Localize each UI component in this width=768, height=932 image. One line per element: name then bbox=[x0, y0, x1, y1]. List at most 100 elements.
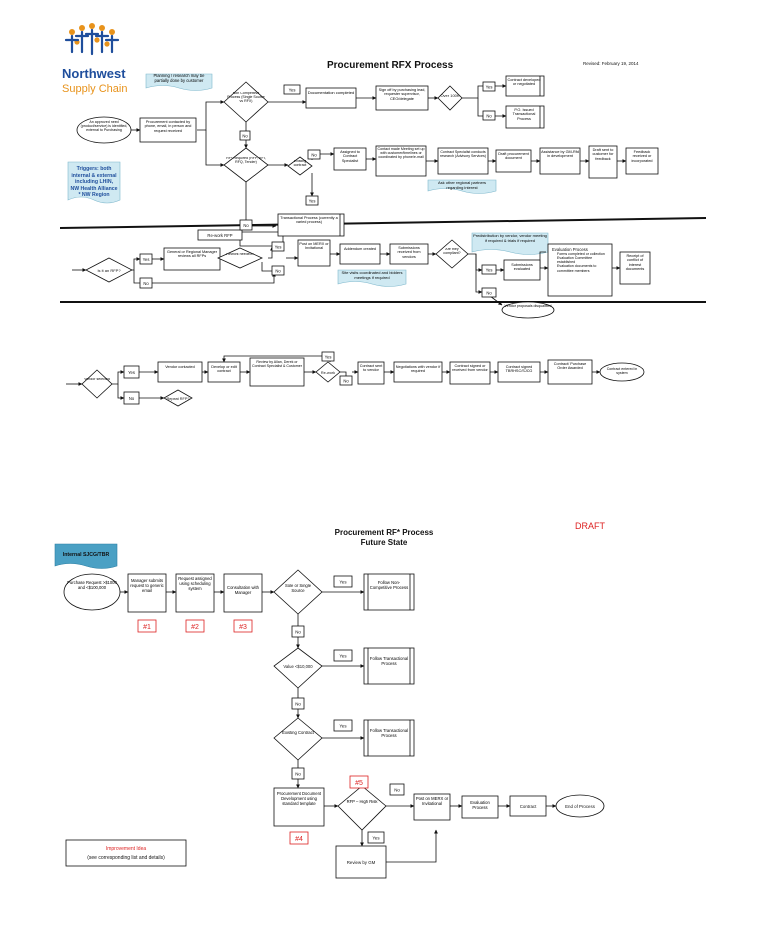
node-contract: Contract bbox=[509, 795, 547, 817]
section-divider bbox=[59, 217, 707, 229]
yes-label: Yes bbox=[481, 264, 497, 275]
svg-text:Evaluation Process: Evaluation Process bbox=[552, 247, 588, 252]
northwest-logo: Northwest Supply Chain bbox=[62, 23, 127, 95]
svg-text:Yes: Yes bbox=[309, 199, 316, 204]
svg-text:Yes: Yes bbox=[339, 724, 347, 729]
marker-5: #5 bbox=[349, 775, 369, 789]
svg-text:No: No bbox=[311, 153, 317, 158]
node-vendor-disqualified: Vendor proposals disqualified bbox=[501, 301, 555, 319]
node-rework-rfp: Re-work RFP bbox=[197, 229, 243, 241]
svg-text:Improvement Idea: Improvement Idea bbox=[106, 846, 147, 852]
decision-existing-contract: Existing contract bbox=[287, 156, 313, 176]
decision-repeat-rfp: Repeat RFP? bbox=[163, 389, 193, 407]
node-conflict-of-interest: Receipt of conflict of interest document… bbox=[619, 251, 651, 285]
node-addendum: Addendum created bbox=[339, 243, 381, 265]
svg-text:Over 100K: Over 100K bbox=[440, 93, 459, 98]
svg-text:Yes: Yes bbox=[372, 836, 380, 841]
decision-existing-contract: Existing Contract bbox=[273, 717, 323, 761]
svg-text:Yes: Yes bbox=[275, 245, 282, 250]
node-contact-made: Contact made Meeting set up with custome… bbox=[375, 145, 427, 177]
svg-text:#5: #5 bbox=[355, 780, 363, 787]
revised-date: Revised: February 19, 2014 bbox=[583, 61, 639, 66]
decision-value: Value <$10,000 bbox=[273, 647, 323, 689]
node-contract-developed: Contract developed or negotiated bbox=[505, 75, 545, 97]
draft-label: DRAFT bbox=[575, 521, 605, 531]
improvement-legend: Improvement Idea (see corresponding list… bbox=[65, 839, 187, 867]
svg-text:Yes: Yes bbox=[486, 268, 493, 273]
decision-vendor-selected: Vendor selected bbox=[81, 369, 113, 399]
no-label: No bbox=[139, 277, 153, 289]
node-review-allan: Review by Allan, Derek or Contract Speci… bbox=[249, 357, 305, 387]
svg-text:#1: #1 bbox=[143, 624, 151, 631]
chart1-branch-labels: Yes No Yes No No Yes No Yes No Yes No Ye… bbox=[123, 81, 497, 405]
node-gm-review: General or Regional Manager reviews all … bbox=[163, 247, 221, 271]
node-vendor-contacted: Vendor contacted bbox=[157, 361, 203, 383]
node-follow-transactional: Follow Transactional Process bbox=[363, 647, 415, 685]
chart2-subtitle: Future State bbox=[361, 538, 408, 547]
node-evaluation-process: Evaluation Process bbox=[461, 795, 499, 819]
node-end-of-process: End of Process bbox=[555, 794, 605, 818]
note-ask-partners: Ask other regional partners regarding in… bbox=[427, 179, 497, 194]
note-predistribution: Predistribution by vendor, vendor meetin… bbox=[471, 232, 549, 255]
marker-1: #1 bbox=[137, 619, 157, 633]
svg-text:#3: #3 bbox=[239, 624, 247, 631]
yes-label: Yes bbox=[333, 719, 353, 732]
marker-2: #2 bbox=[185, 619, 205, 633]
yes-label: Yes bbox=[321, 351, 335, 362]
improvement-markers: #1 #2 #3 #4 #5 bbox=[137, 619, 369, 845]
svg-text:#2: #2 bbox=[191, 624, 199, 631]
node-request-assigned: Request assigned using scheduling system bbox=[175, 573, 215, 613]
node-manager-submits: Manager submits request to generic email bbox=[127, 573, 167, 613]
svg-text:No: No bbox=[295, 702, 301, 707]
chart2-connectors bbox=[120, 590, 557, 863]
no-label: No bbox=[291, 697, 305, 710]
node-draft-document: Draft procurement document bbox=[495, 149, 532, 173]
node-review-gm: Review by GM bbox=[335, 845, 387, 879]
yes-label: Yes bbox=[139, 253, 153, 265]
svg-text:Yes: Yes bbox=[143, 257, 150, 262]
internal-tag: Internal SJCG/TBR bbox=[54, 543, 118, 569]
marker-3: #3 bbox=[233, 619, 253, 633]
svg-text:No: No bbox=[295, 630, 301, 635]
svg-text:Re-work: Re-work bbox=[321, 371, 335, 375]
node-feedback: Feedback received or incorporated bbox=[625, 147, 659, 175]
decision-is-rfp: Is it an RFP? bbox=[85, 257, 133, 283]
node-contract-sent: Contract sent to vendor bbox=[357, 361, 385, 385]
node-purchase-request: Purchase Request >$1000 and <$100,000 bbox=[63, 573, 121, 611]
no-label: No bbox=[339, 375, 353, 386]
node-submissions: Submissions received from vendors bbox=[389, 243, 429, 265]
node-draft-sent: Draft sent to customer for feedback bbox=[588, 145, 618, 179]
svg-text:End of Process: End of Process bbox=[565, 804, 596, 809]
brand-subtitle: Supply Chain bbox=[62, 83, 127, 95]
svg-text:Yes: Yes bbox=[339, 580, 347, 585]
node-procurement-contacted: Procurement contacted by phone, email, i… bbox=[139, 117, 197, 143]
people-logo-icon bbox=[64, 23, 120, 56]
yes-label: Yes bbox=[333, 649, 353, 662]
no-label: No bbox=[271, 265, 285, 276]
yes-label: Yes bbox=[333, 575, 353, 588]
node-assigned-specialist: Assigned to Contract Specialist bbox=[333, 147, 367, 171]
no-label: No bbox=[481, 287, 497, 298]
no-label: No bbox=[291, 767, 305, 780]
node-develop-contract: Develop or edit contract bbox=[207, 361, 241, 383]
yes-label: Yes bbox=[305, 195, 319, 206]
yes-label: Yes bbox=[283, 84, 301, 95]
chart2-title: Procurement RF* Process bbox=[335, 528, 434, 537]
note-triggers: Triggers: both internal & external inclu… bbox=[67, 161, 121, 204]
no-label: No bbox=[239, 219, 253, 231]
yes-label: Yes bbox=[367, 831, 385, 844]
svg-text:No: No bbox=[243, 223, 249, 228]
node-sign-off: Sign off by purchasing lead, requester s… bbox=[375, 85, 429, 111]
yes-label: Yes bbox=[482, 81, 496, 92]
node-documentation: Documentation completed bbox=[305, 87, 357, 109]
svg-text:Yes: Yes bbox=[325, 355, 332, 360]
node-po-issued: P.O. Issued Transactional Process bbox=[505, 105, 545, 129]
marker-4: #4 bbox=[289, 831, 309, 845]
svg-text:Yes: Yes bbox=[486, 85, 493, 90]
node-negotiations: Negotiations with vendor if required bbox=[393, 361, 443, 383]
svg-text:Review by GM: Review by GM bbox=[347, 860, 376, 865]
svg-text:(see corresponding list and de: (see corresponding list and details) bbox=[87, 855, 165, 861]
node-assistance: Assistance by GM-Rfd in development bbox=[539, 147, 581, 175]
yes-label: Yes bbox=[271, 241, 285, 252]
svg-text:No: No bbox=[129, 396, 135, 401]
